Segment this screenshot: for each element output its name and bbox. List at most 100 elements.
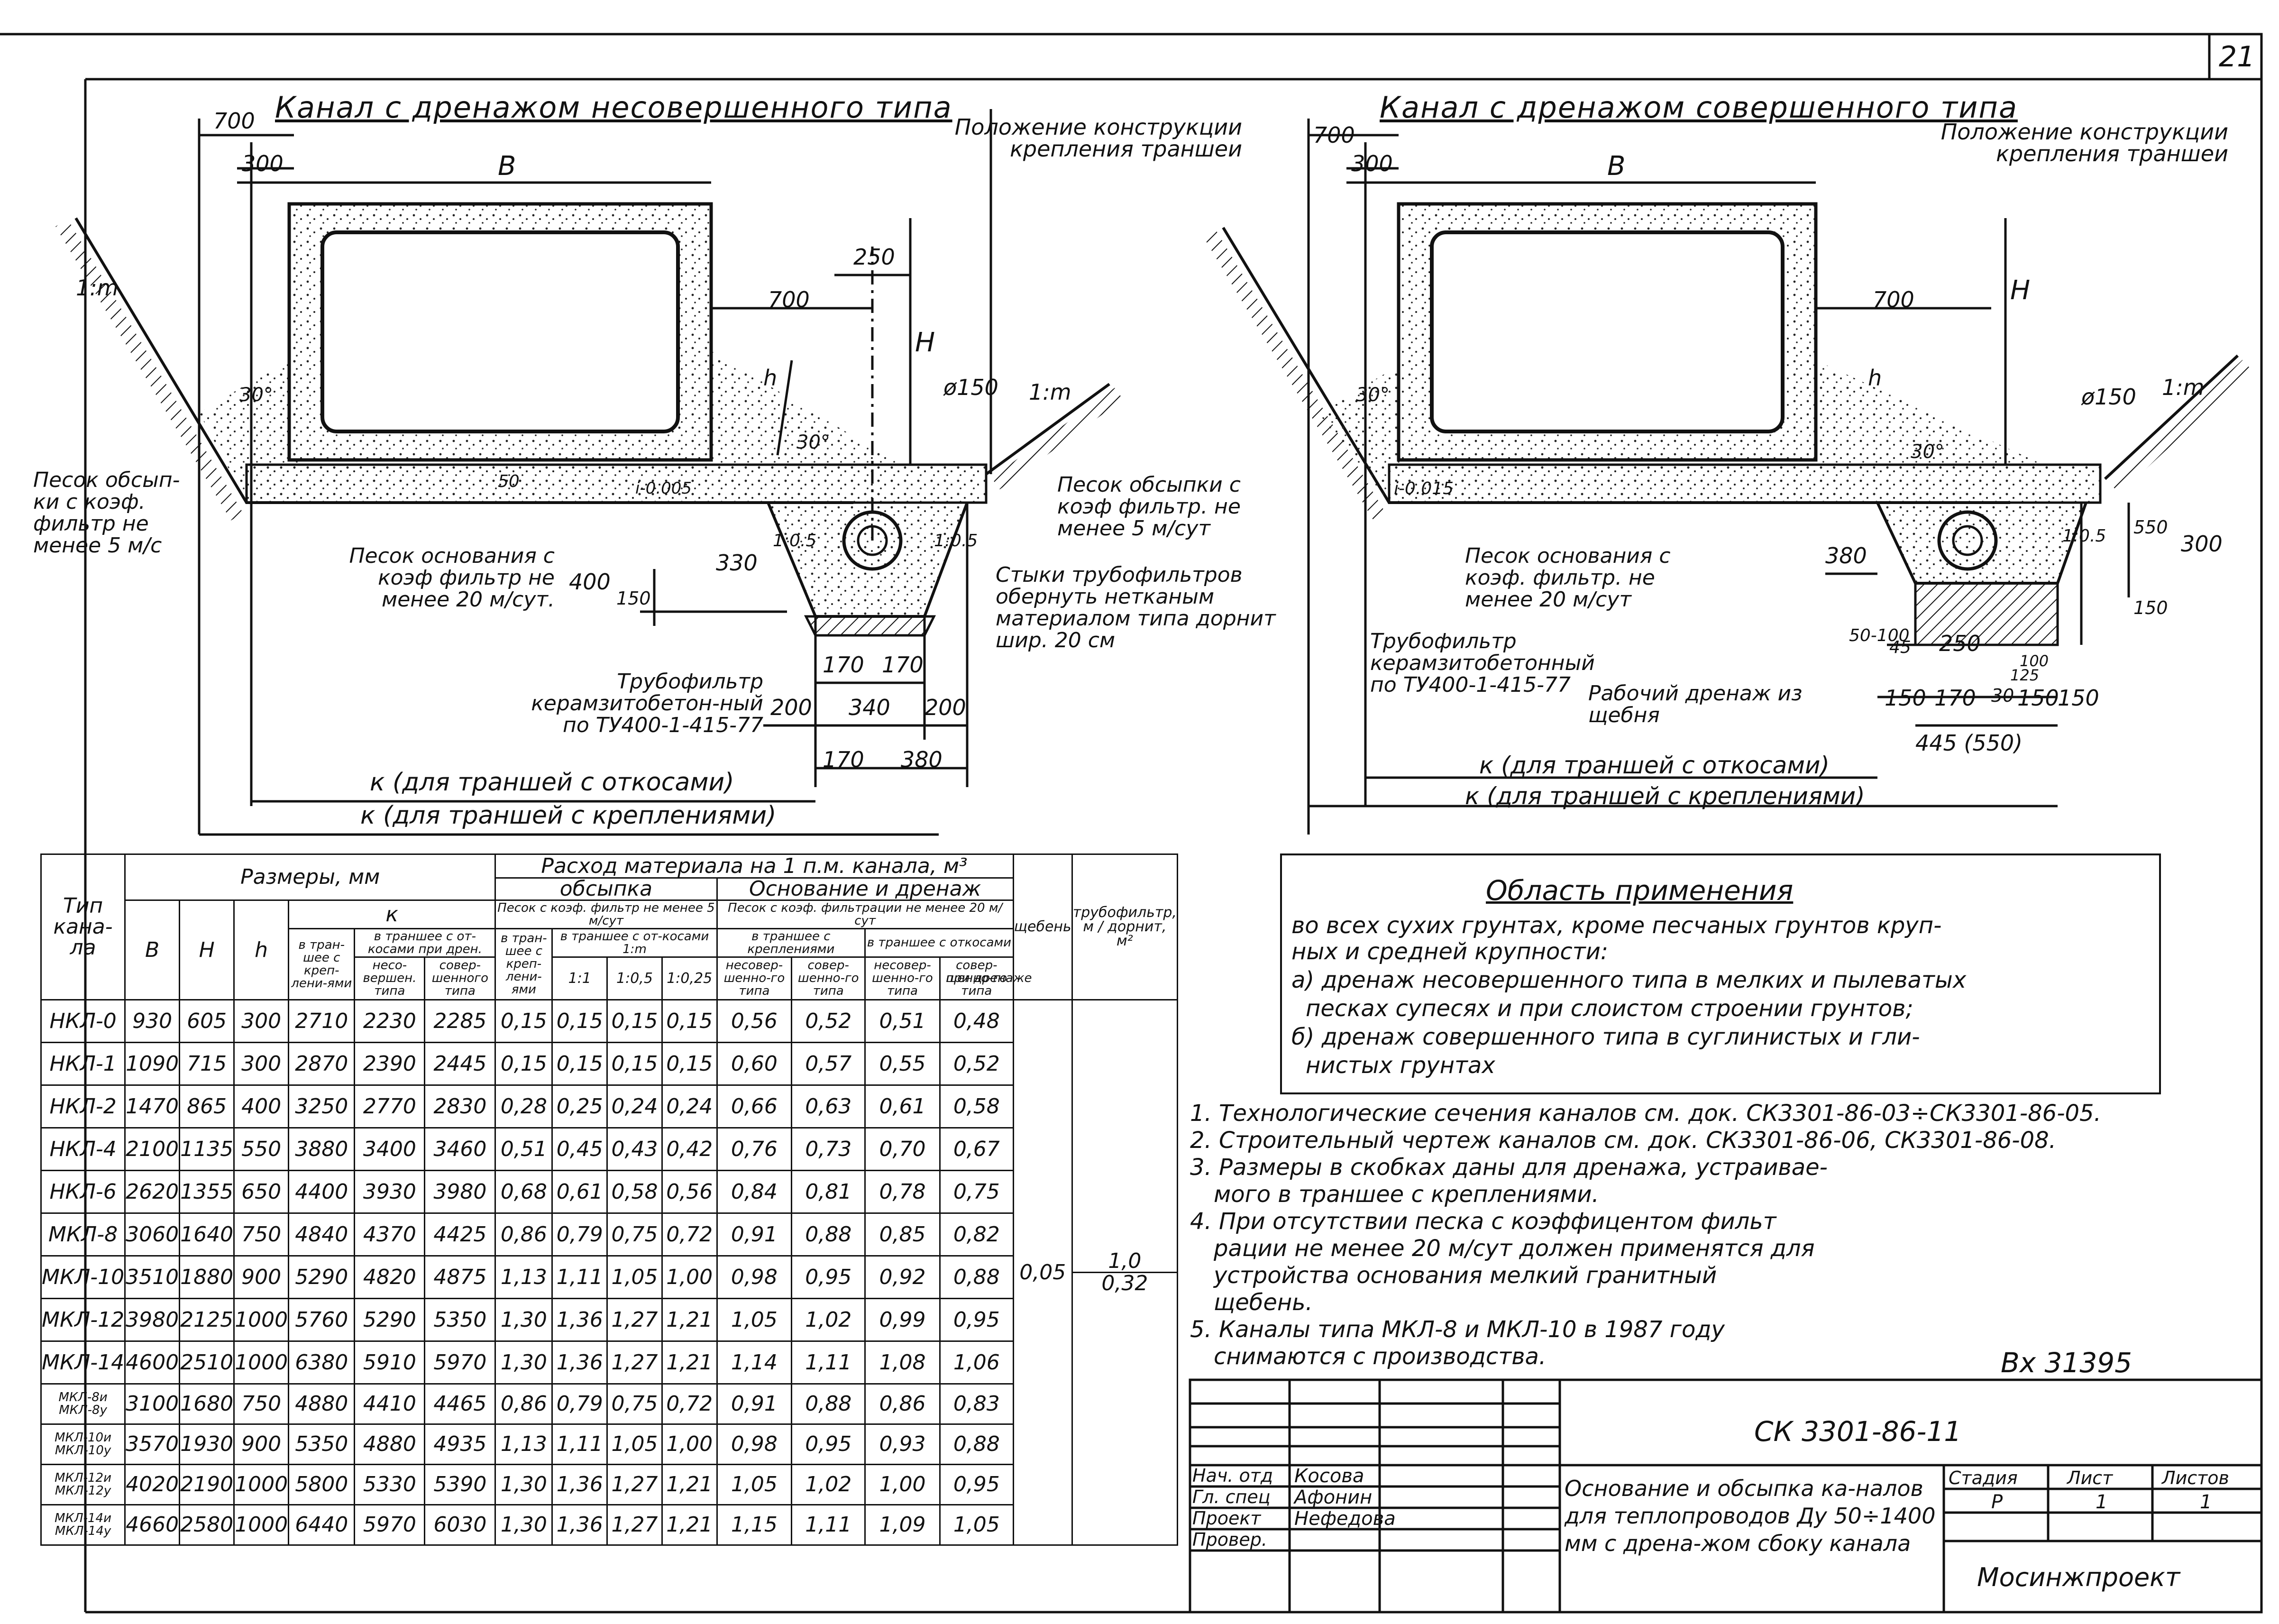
row-value-cell: 605 <box>179 999 235 1043</box>
row-type-cell: МКЛ-10 <box>40 1255 126 1299</box>
slope-right: 1:m <box>1029 379 1071 405</box>
dim-170b: 170 <box>882 652 924 678</box>
row-value-cell: 1,06 <box>939 1340 1014 1385</box>
row-value-cell: 1000 <box>233 1504 290 1546</box>
row-value-cell: 1,02 <box>791 1298 866 1342</box>
row-value-cell: 0,88 <box>791 1383 866 1425</box>
row-value-cell: 4425 <box>424 1212 496 1257</box>
row-value-cell: 1,14 <box>716 1340 793 1385</box>
row-value-cell: 4020 <box>124 1464 181 1505</box>
row-value-cell: 4465 <box>424 1383 496 1425</box>
row-value-cell: 0,82 <box>939 1212 1014 1257</box>
row-value-cell: 1,21 <box>661 1504 718 1546</box>
dim-B: B <box>498 151 516 182</box>
row-value-cell: 1,27 <box>606 1298 663 1342</box>
r-dim-150: 150 <box>2133 597 2168 618</box>
row-value-cell: 0,51 <box>864 999 941 1043</box>
row-value-cell: 900 <box>233 1423 290 1465</box>
r-dim-H: H <box>2010 275 2031 306</box>
row-value-cell: 2580 <box>179 1504 235 1546</box>
row-value-cell: 1,11 <box>551 1255 608 1299</box>
row-value-cell: 0,48 <box>939 999 1014 1043</box>
r-slope: 1:m <box>2162 375 2205 400</box>
row-value-cell: 1135 <box>179 1127 235 1171</box>
row-value-cell: 1,09 <box>864 1504 941 1546</box>
row-value-cell: 300 <box>233 1042 290 1086</box>
row-value-cell: 0,95 <box>791 1423 866 1465</box>
row-type-cell: МКЛ-12и МКЛ-12у <box>40 1464 126 1505</box>
row-value-cell: 2230 <box>354 999 426 1043</box>
th-fill-b: в траншее с от-косами 1:m <box>551 928 718 958</box>
row-value-cell: 1,02 <box>791 1464 866 1505</box>
th-k: к <box>288 899 496 929</box>
row-value-cell: 0,28 <box>494 1084 553 1129</box>
row-value-cell: 0,24 <box>661 1084 718 1129</box>
row-value-cell: 5760 <box>288 1298 356 1342</box>
row-value-cell: 3980 <box>124 1298 181 1342</box>
row-value-cell: 4820 <box>354 1255 426 1299</box>
row-value-cell: 1,11 <box>791 1340 866 1385</box>
row-value-cell: 2100 <box>124 1127 181 1171</box>
row-value-cell: 0,61 <box>864 1084 941 1129</box>
dim-380: 380 <box>901 747 943 772</box>
row-value-cell: 300 <box>233 999 290 1043</box>
th-k2: в траншее с от-косами при дрен. <box>354 928 496 958</box>
th-fill: обсыпка <box>494 877 718 901</box>
row-type-cell: МКЛ-14 <box>40 1340 126 1385</box>
application-line-6: нистых грунтах <box>1306 1052 1495 1079</box>
stamp-stage: Р <box>1991 1491 2003 1513</box>
row-value-cell: 0,66 <box>716 1084 793 1129</box>
r-dim-diameter: ø150 <box>2081 384 2136 410</box>
r-label-pipe-filter: Трубофильтр керамзитобетонный по ТУ400-1… <box>1370 629 1595 697</box>
row-value-cell: 1000 <box>233 1298 290 1342</box>
row-value-cell: 1470 <box>124 1084 181 1129</box>
row-value-cell: 0,85 <box>864 1212 941 1257</box>
stamp-role-4: Провер. <box>1192 1529 1267 1550</box>
row-value-cell: 0,88 <box>939 1423 1014 1465</box>
row-value-cell: 0,84 <box>716 1170 793 1214</box>
row-value-cell: 650 <box>233 1170 290 1214</box>
stamp-role-1: Нач. отд <box>1192 1465 1273 1486</box>
row-value-cell: 1,27 <box>606 1340 663 1385</box>
stamp-role-3: Проект <box>1192 1508 1261 1529</box>
row-value-cell: 1,36 <box>551 1340 608 1385</box>
dim-700: 700 <box>213 108 255 134</box>
row-value-cell: 5350 <box>288 1423 356 1465</box>
row-value-cell: 0,75 <box>606 1383 663 1425</box>
row-value-cell: 900 <box>233 1255 290 1299</box>
row-value-cell: 4935 <box>424 1423 496 1465</box>
r-label-position: Положение конструкции крепления траншеи <box>1940 119 2228 166</box>
th-B: B <box>124 899 181 1000</box>
th-base: Основание и дренаж <box>716 877 1014 901</box>
th-fill-a: в тран-шее с креп-лени-ями <box>494 928 553 1000</box>
th-k1: в тран-шее с креп-лени-ями <box>288 928 356 1000</box>
th-h: h <box>233 899 290 1000</box>
r-label-work-drain: Рабочий дренаж из щебня <box>1588 681 1803 727</box>
row-value-cell: 3510 <box>124 1255 181 1299</box>
row-value-cell: 0,63 <box>791 1084 866 1129</box>
r-dim-380: 380 <box>1825 543 1867 569</box>
row-value-cell: 1,21 <box>661 1340 718 1385</box>
pipe-value-top: 1,0 <box>1072 1251 1177 1273</box>
row-value-cell: 2620 <box>124 1170 181 1214</box>
row-value-cell: 2830 <box>424 1084 496 1129</box>
th-base-a: в траншее с креплениями <box>716 928 866 958</box>
row-value-cell: 1640 <box>179 1212 235 1257</box>
th-sizes: Размеры, мм <box>124 853 496 901</box>
stamp-frame <box>1189 1378 2263 1614</box>
note-line: мого в траншее с креплениями. <box>1214 1181 1599 1208</box>
application-line-2: ных и средней крупности: <box>1291 938 1609 965</box>
row-type-cell: МКЛ-14и МКЛ-14у <box>40 1504 126 1546</box>
row-value-cell: 1,05 <box>606 1255 663 1299</box>
r-dim-B: B <box>1607 151 1626 182</box>
label-k1: к (для траншей с откосами) <box>370 768 734 797</box>
row-value-cell: 0,25 <box>551 1084 608 1129</box>
row-value-cell: 0,92 <box>864 1255 941 1299</box>
